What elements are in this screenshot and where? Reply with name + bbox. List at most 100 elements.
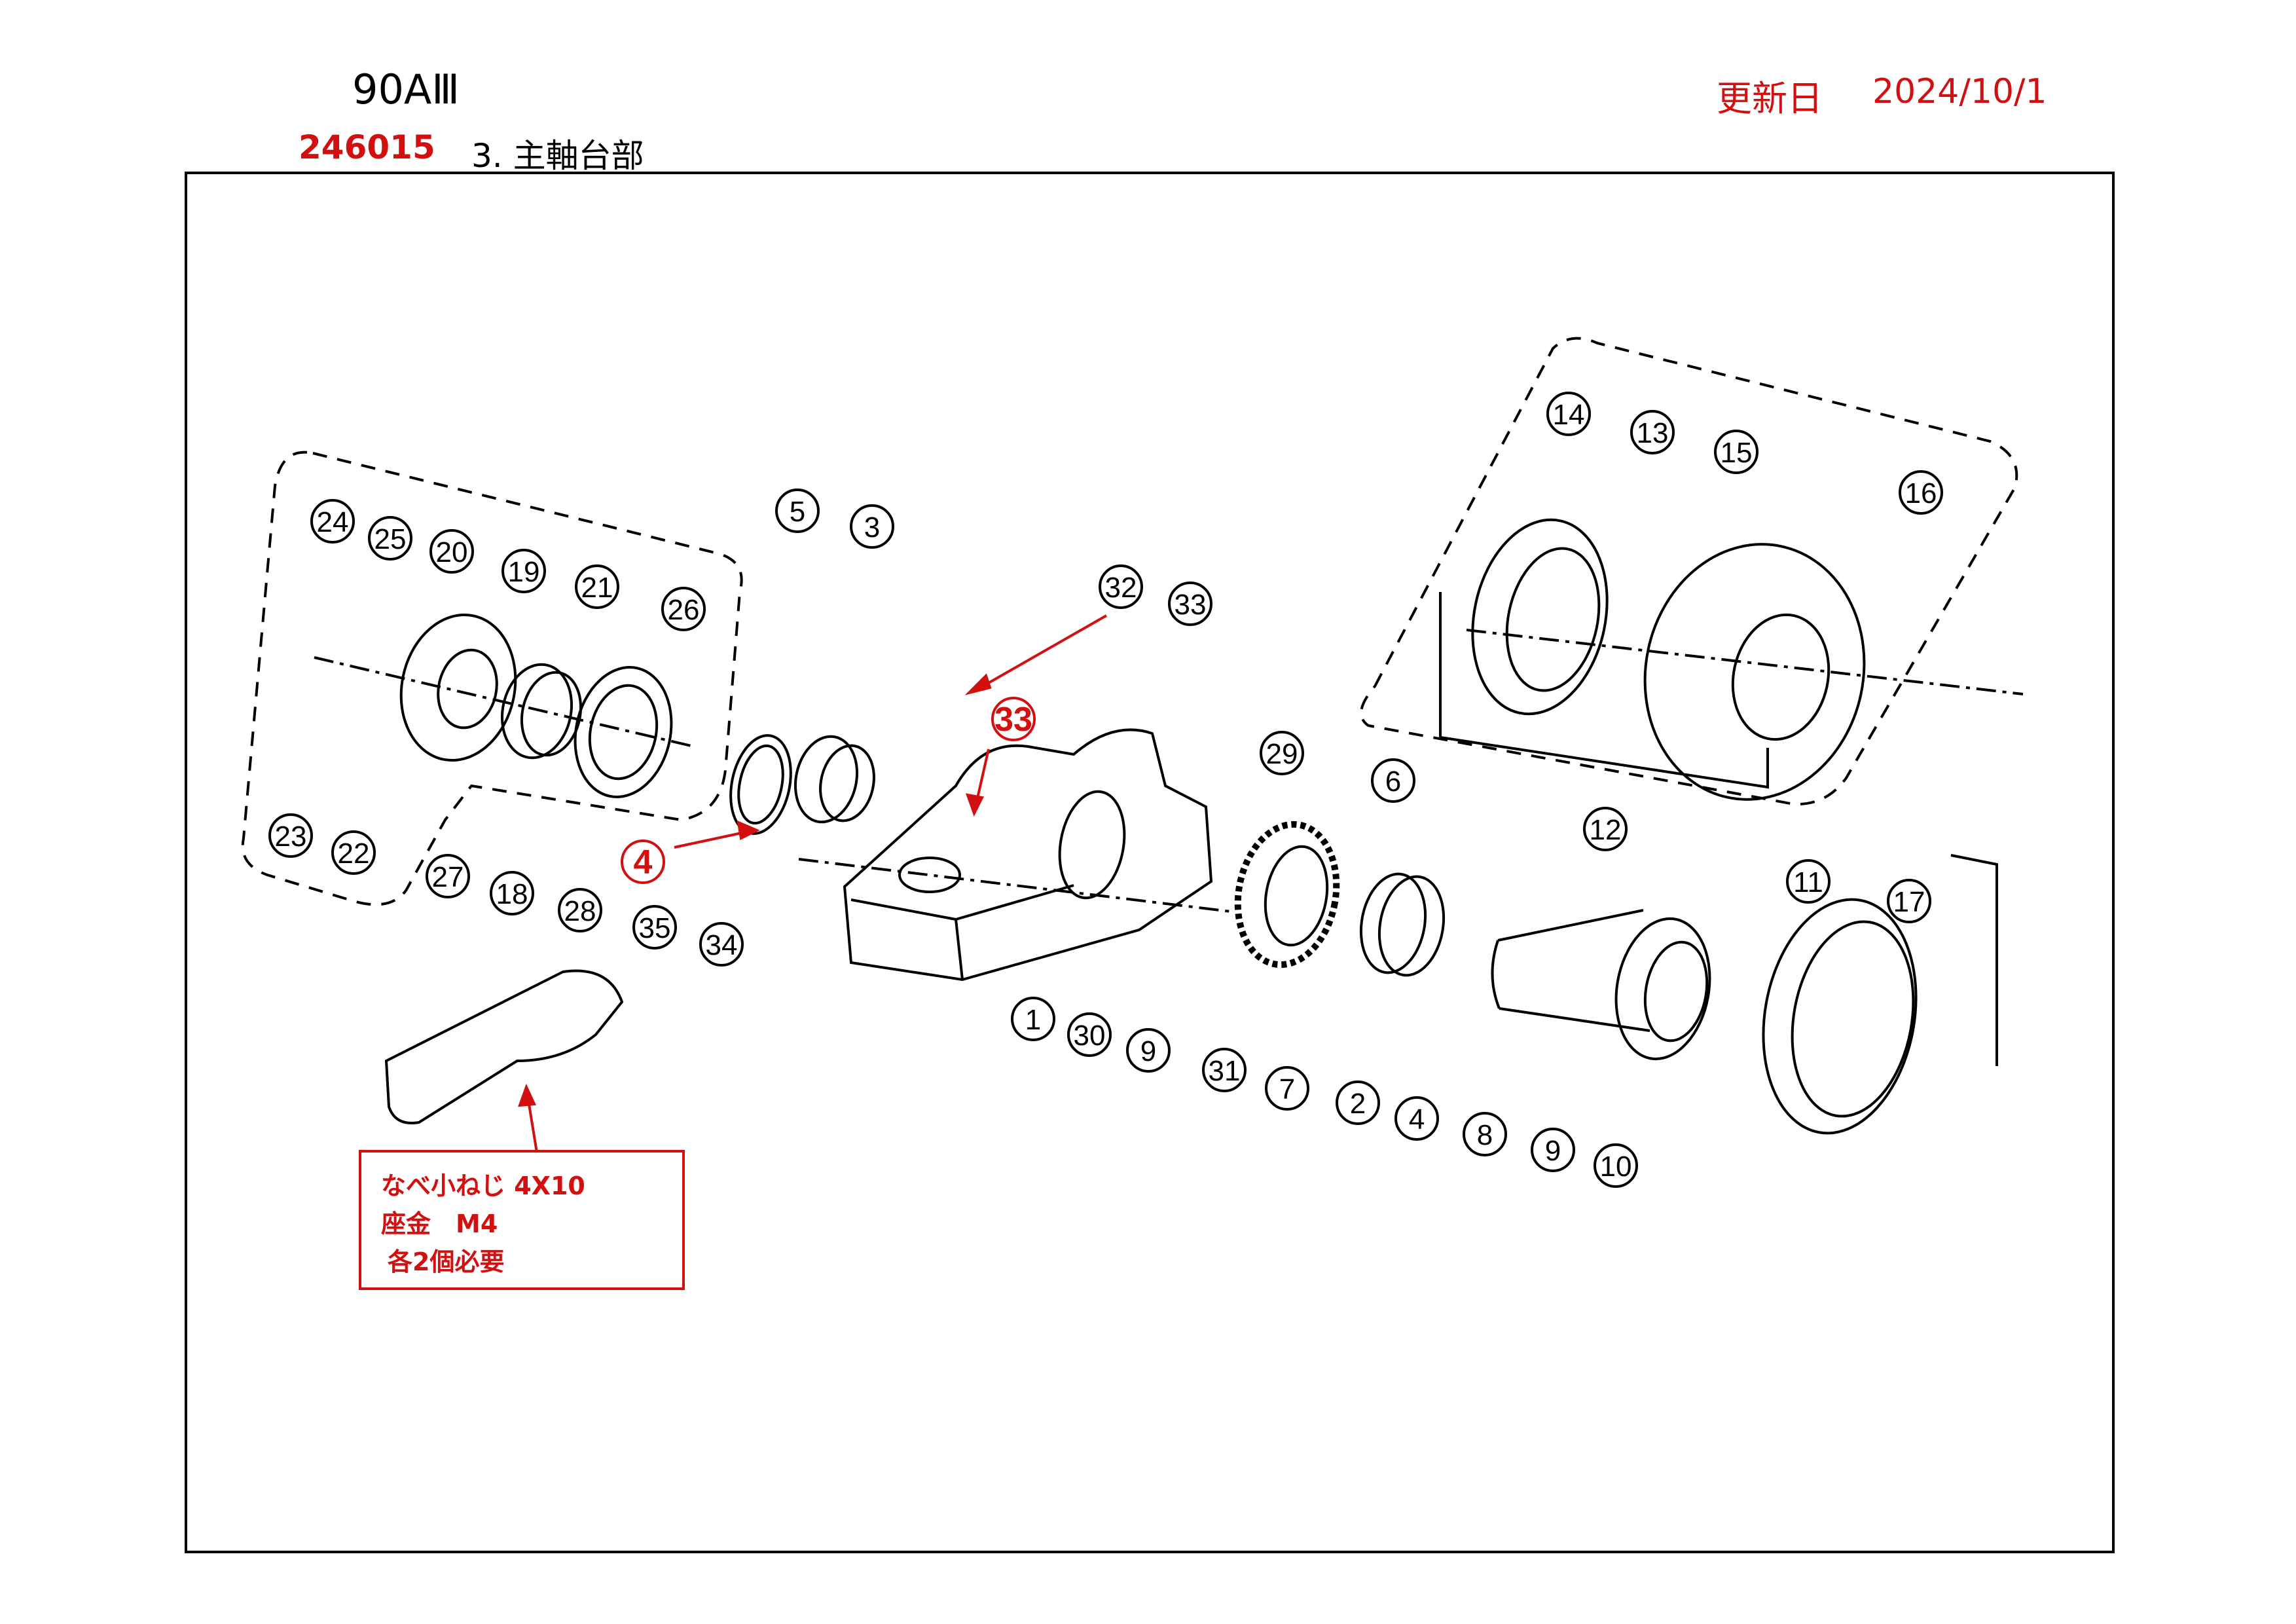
svg-text:11: 11 (1793, 866, 1823, 898)
group-boundary-left (241, 451, 743, 906)
callout-19: 19 (501, 549, 546, 593)
svg-text:29: 29 (1266, 738, 1298, 770)
svg-text:26: 26 (668, 594, 700, 626)
axis-right (1466, 629, 2024, 695)
svg-text:21: 21 (581, 572, 613, 604)
svg-text:5: 5 (790, 496, 805, 528)
svg-text:19: 19 (508, 556, 540, 588)
svg-text:27: 27 (432, 861, 464, 893)
bracket-17 (1950, 854, 1998, 1066)
part-code: 246015 (299, 128, 435, 166)
callout-27: 27 (426, 854, 470, 898)
callout-3: 3 (850, 504, 894, 549)
part-11-cover (1762, 898, 1918, 1135)
callout-24: 24 (310, 499, 355, 544)
callout-11: 11 (1786, 859, 1831, 904)
svg-text:8: 8 (1477, 1119, 1493, 1151)
callout-9a: 9 (1126, 1028, 1171, 1073)
callout-5: 5 (775, 489, 820, 533)
callout-35: 35 (632, 905, 677, 950)
callout-15: 15 (1714, 430, 1758, 474)
callout-9b: 9 (1531, 1128, 1575, 1172)
group-boundary-right (1360, 337, 2018, 806)
diagram-frame (185, 172, 2115, 1553)
part-1-headstock (843, 728, 1213, 982)
callout-29: 29 (1260, 731, 1304, 775)
svg-text:32: 32 (1105, 572, 1137, 604)
part-14-ring (1471, 518, 1609, 716)
callout-2: 2 (1336, 1080, 1380, 1125)
callout-22: 22 (331, 830, 376, 875)
svg-text:33: 33 (1175, 589, 1207, 621)
part-6-gear (1234, 821, 1340, 969)
callout-10: 10 (1594, 1143, 1638, 1188)
part-28-cover (384, 969, 624, 1124)
callout-1: 1 (1011, 997, 1055, 1041)
callout-6: 6 (1371, 758, 1415, 803)
svg-text:9: 9 (1140, 1035, 1156, 1067)
note-line-1: なべ小ねじ 4X10 (381, 1172, 585, 1200)
note-box: なべ小ねじ 4X10 座金 M4 各2個必要 (359, 1150, 685, 1290)
callouts: 1 2 3 4 5 6 7 8 9 9 10 11 12 13 14 15 16… (268, 392, 1943, 1188)
svg-text:2: 2 (1350, 1088, 1366, 1120)
callout-17: 17 (1887, 879, 1931, 923)
callout-23: 23 (268, 813, 313, 858)
svg-text:30: 30 (1074, 1020, 1106, 1052)
callout-14: 14 (1546, 392, 1591, 436)
svg-text:25: 25 (374, 523, 407, 555)
callout-26: 26 (661, 587, 706, 631)
svg-text:7: 7 (1279, 1073, 1295, 1105)
svg-text:23: 23 (275, 821, 307, 853)
callout-30: 30 (1067, 1012, 1112, 1057)
svg-text:12: 12 (1590, 814, 1622, 846)
svg-text:22: 22 (338, 838, 370, 870)
svg-text:14: 14 (1553, 399, 1585, 431)
svg-text:4: 4 (634, 843, 653, 881)
svg-text:20: 20 (436, 536, 468, 568)
svg-text:1: 1 (1025, 1004, 1041, 1036)
svg-text:4: 4 (1409, 1103, 1425, 1135)
svg-text:6: 6 (1385, 766, 1401, 798)
callout-4: 4 (1394, 1096, 1439, 1141)
note-line-3: 各2個必要 (388, 1247, 505, 1276)
svg-text:16: 16 (1905, 477, 1937, 509)
callout-4-highlight: 4 (621, 840, 665, 884)
callout-31: 31 (1202, 1048, 1247, 1092)
part-19-bushing (500, 663, 574, 760)
callout-33: 33 (1168, 581, 1212, 626)
svg-text:31: 31 (1209, 1055, 1241, 1087)
svg-text:10: 10 (1600, 1151, 1632, 1183)
callout-18: 18 (490, 871, 534, 915)
part-2-ring (1359, 872, 1427, 974)
svg-text:13: 13 (1637, 417, 1669, 449)
updated-date: 2024/10/1 (1872, 72, 2047, 111)
model-title: 90AⅢ (352, 65, 460, 113)
note-line-2: 座金 M4 (381, 1209, 498, 1238)
bracket-12 (1439, 592, 1769, 789)
svg-text:34: 34 (706, 929, 738, 961)
svg-text:28: 28 (564, 895, 596, 927)
callout-28: 28 (558, 888, 602, 932)
part-8-spindle (1491, 909, 1650, 1032)
svg-text:3: 3 (864, 511, 880, 544)
callout-16: 16 (1899, 470, 1943, 515)
callout-34: 34 (699, 922, 744, 967)
callout-12: 12 (1583, 807, 1628, 851)
callout-25: 25 (368, 516, 412, 561)
callout-8: 8 (1463, 1112, 1507, 1156)
svg-text:9: 9 (1545, 1135, 1561, 1167)
svg-text:24: 24 (317, 506, 349, 538)
callout-7: 7 (1265, 1066, 1309, 1111)
callout-21: 21 (575, 564, 619, 609)
svg-text:18: 18 (496, 878, 528, 910)
svg-text:33: 33 (994, 701, 1032, 739)
svg-text:35: 35 (639, 912, 671, 944)
part-13-housing (1643, 543, 1866, 801)
part-3-bushing (793, 735, 859, 824)
svg-text:15: 15 (1721, 437, 1753, 469)
part-20-flange (399, 613, 517, 762)
callout-13: 13 (1630, 410, 1675, 454)
svg-text:17: 17 (1893, 886, 1925, 918)
part-21-plate (574, 666, 673, 798)
